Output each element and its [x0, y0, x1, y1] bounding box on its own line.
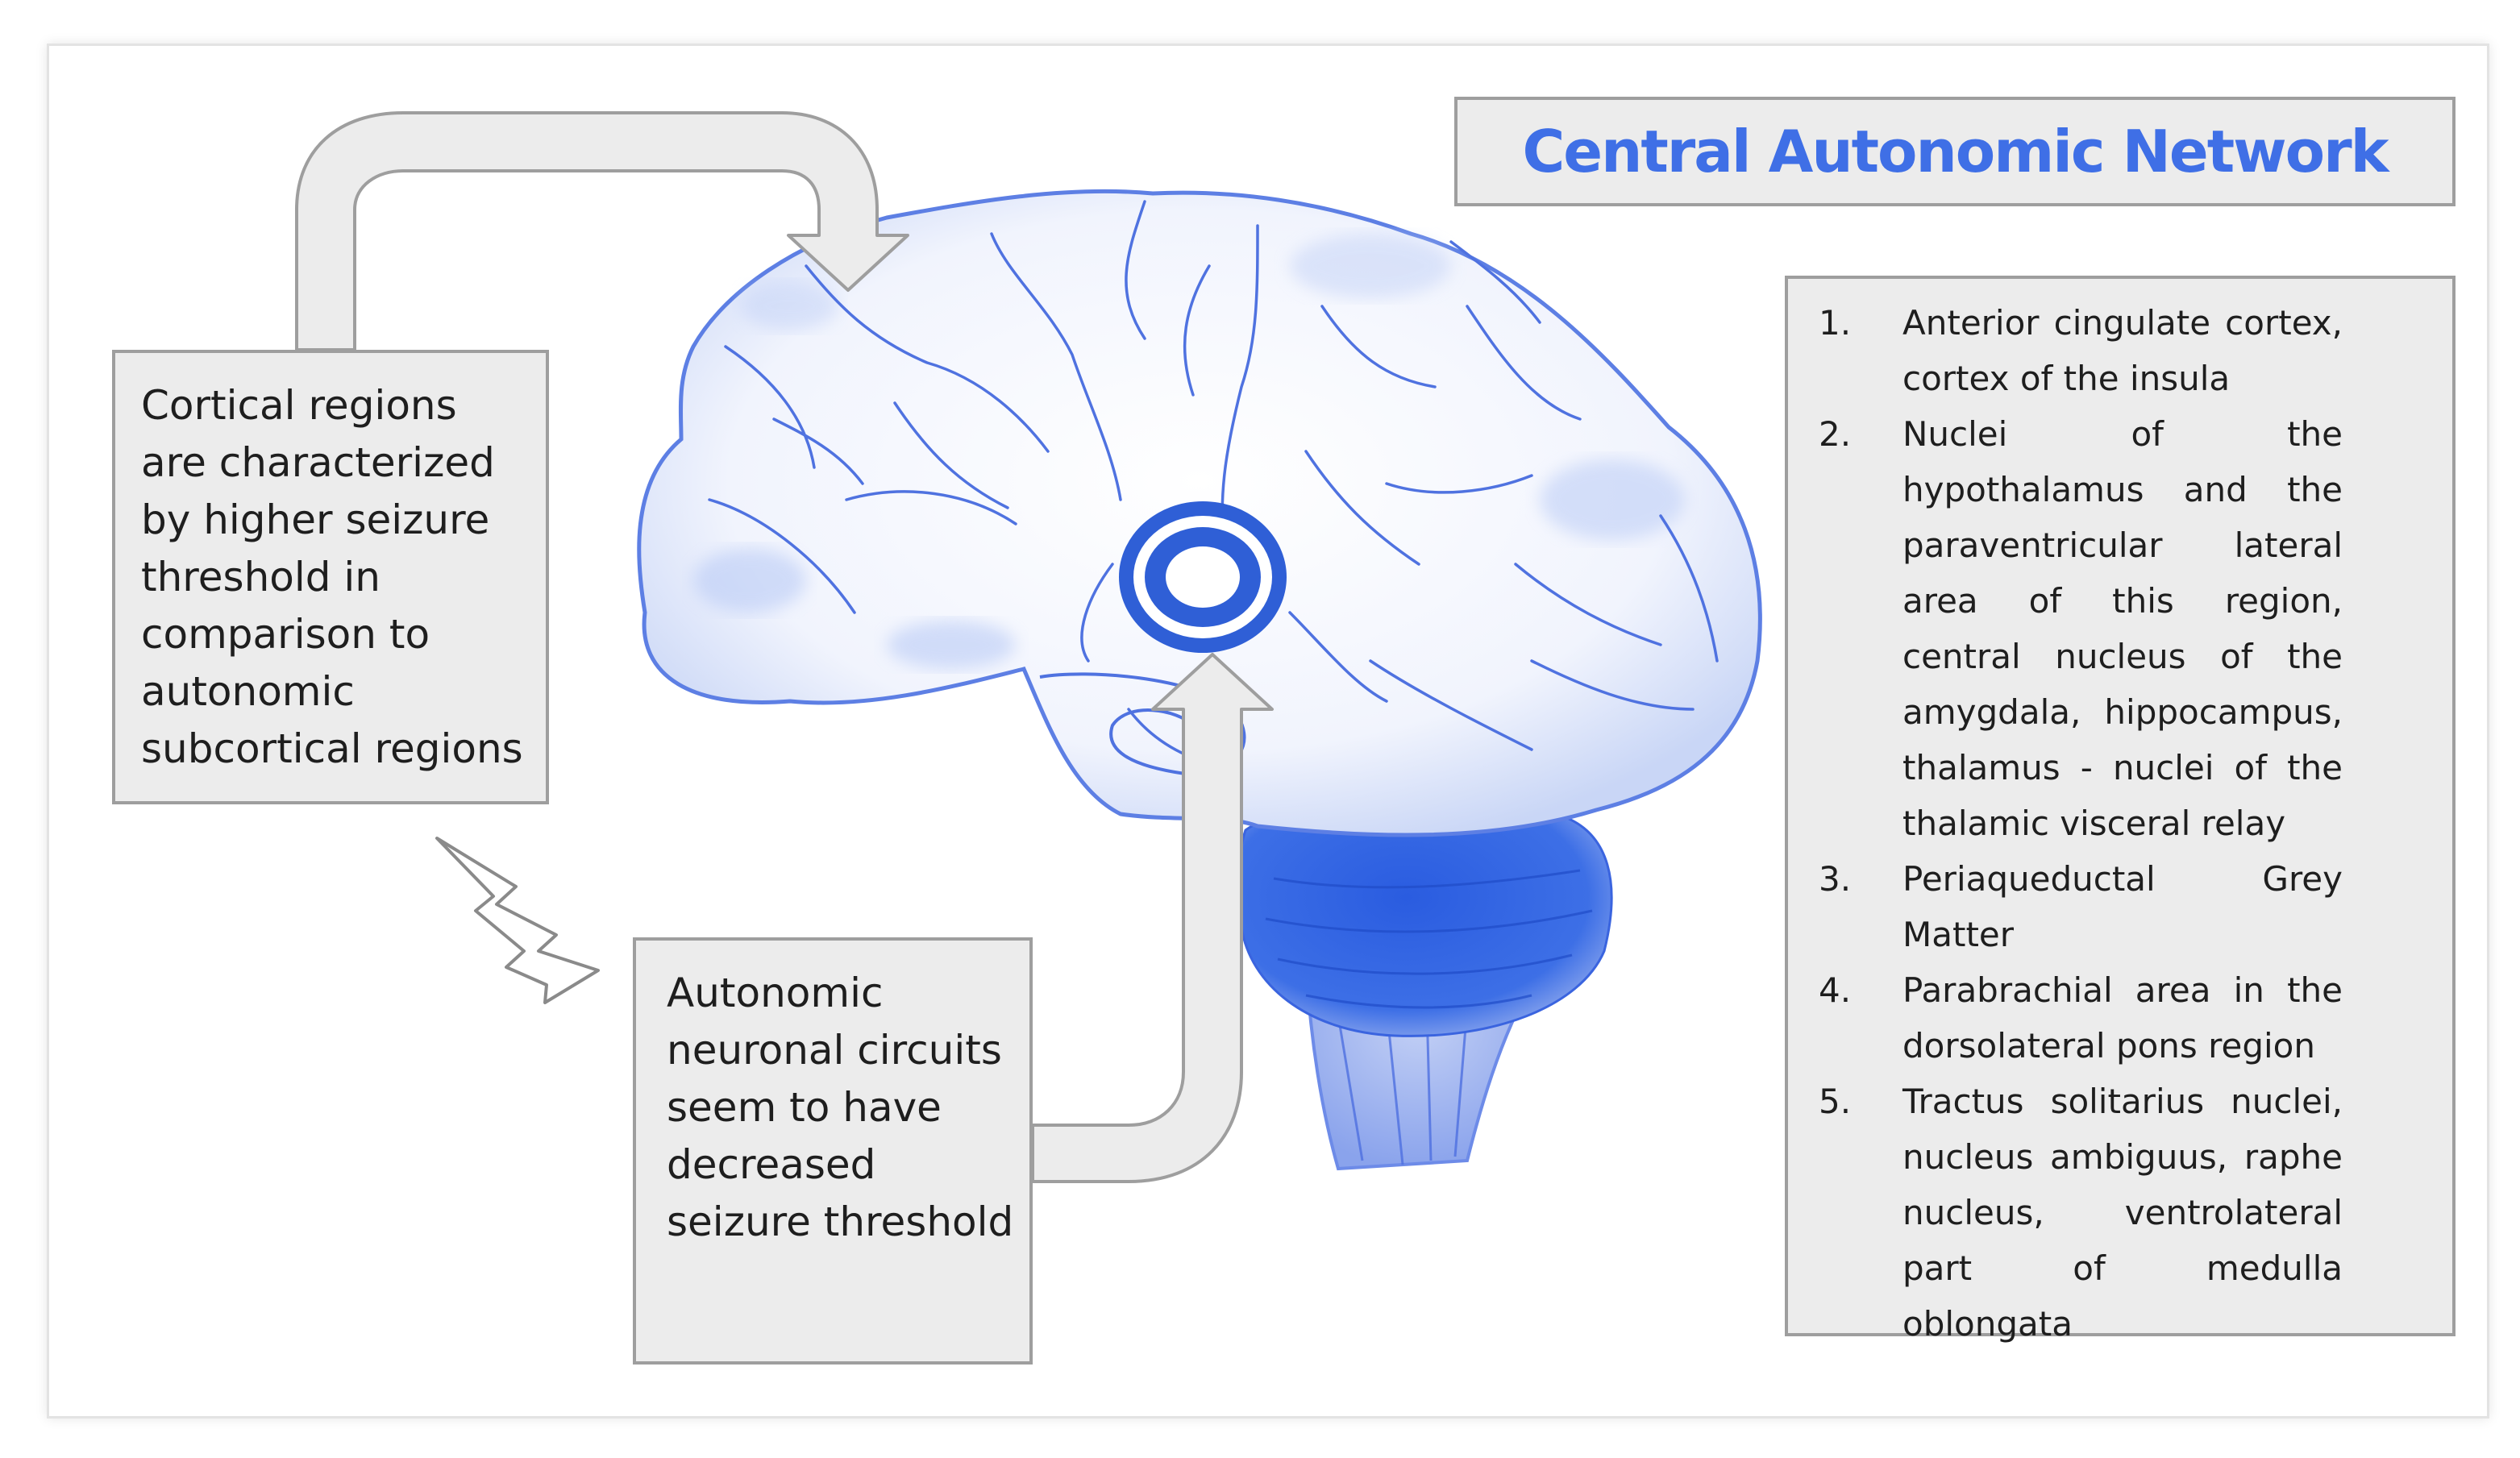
list-item-number: 4. — [1819, 970, 1852, 1010]
list-item: 4. Parabrachial area in the dorsolateral… — [1788, 962, 2343, 1074]
list-item-number: 5. — [1819, 1082, 1852, 1121]
cortical-note-box: Cortical regions are characterized by hi… — [112, 350, 549, 804]
list-item: 5. Tractus solitarius nuclei, nucleus am… — [1788, 1074, 2343, 1352]
list-item-number: 3. — [1819, 859, 1852, 899]
regions-list: 1. Anterior cingulate cortex, cortex of … — [1788, 295, 2343, 1352]
feedback-arrow-top — [295, 111, 909, 351]
list-item-number: 2. — [1819, 414, 1852, 454]
list-item-text: Tractus solitarius nuclei, nucleus ambig… — [1902, 1082, 2343, 1344]
autonomic-note: Autonomic neuronal circuits seem to have… — [667, 970, 1014, 1245]
list-item-text: Nuclei of the hypothalamus and the parav… — [1902, 414, 2343, 843]
regions-list-box: 1. Anterior cingulate cortex, cortex of … — [1785, 276, 2456, 1344]
list-item: 3. Periaqueductal Grey Matter — [1788, 851, 2343, 962]
list-item-number: 1. — [1819, 303, 1852, 343]
autonomic-note-box: Autonomic neuronal circuits seem to have… — [633, 937, 1033, 1365]
diagram-title: Central Autonomic Network — [1522, 118, 2389, 185]
title-box: Central Autonomic Network — [1454, 97, 2456, 206]
target-ring-icon — [1119, 501, 1287, 653]
lightning-bolt-icon — [435, 837, 600, 1004]
list-item-text: Parabrachial area in the dorsolateral po… — [1902, 970, 2343, 1065]
list-item-text: Anterior cingulate cortex, cortex of the… — [1902, 303, 2343, 398]
feedback-arrow-bottom — [1031, 653, 1274, 1183]
list-item: 1. Anterior cingulate cortex, cortex of … — [1788, 295, 2343, 406]
list-item-text: Periaqueductal Grey Matter — [1902, 859, 2343, 954]
cortical-note: Cortical regions are characterized by hi… — [141, 382, 523, 772]
list-item: 2. Nuclei of the hypothalamus and the pa… — [1788, 406, 2343, 851]
cerebellum — [1237, 804, 1613, 1037]
